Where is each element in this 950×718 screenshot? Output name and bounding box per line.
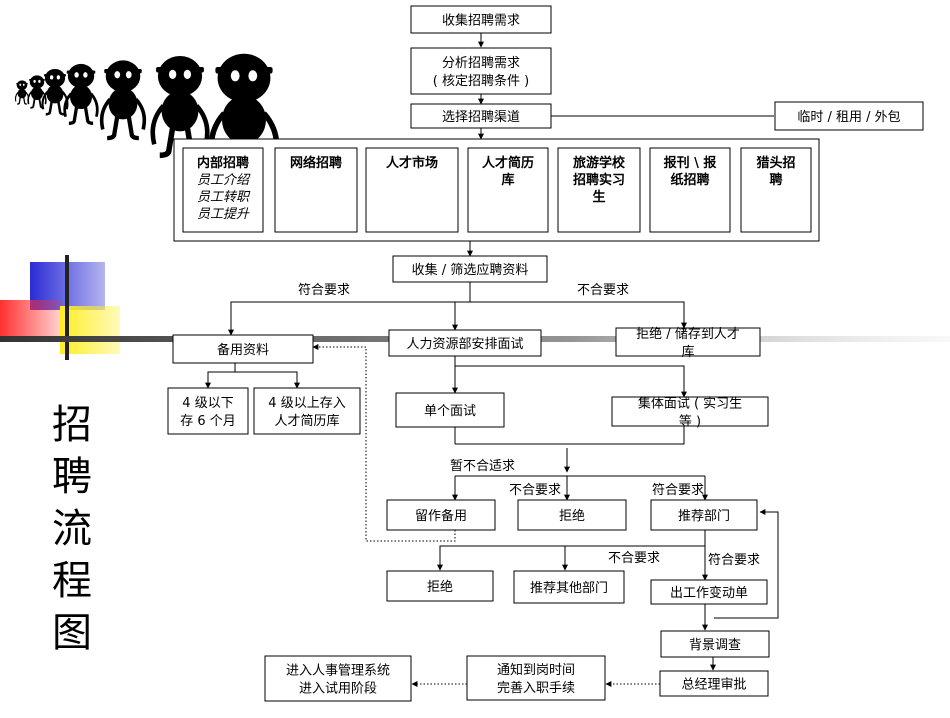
- person-figure-icon: [99, 60, 147, 141]
- reject-store-talent-pool-box-label: 库: [681, 344, 694, 360]
- edge-label-meets2: 符合要求: [652, 482, 704, 498]
- edge-label-meets3: 符合要求: [708, 552, 760, 568]
- reject-box-2-label: 拒绝: [427, 579, 453, 595]
- transfer-form-box: 出工作变动单: [650, 579, 768, 605]
- channel-title: 人才简历: [482, 155, 534, 171]
- channels-container: 内部招聘员工介绍员工转职员工提升网络招聘人才市场人才简历库旅游学校招聘实习生报刊…: [173, 138, 820, 242]
- channel-title: 库: [501, 172, 514, 188]
- backup-resumes-box: 备用资料: [172, 334, 314, 364]
- flow-connectors: [205, 33, 779, 687]
- gm-approval-box: 总经理审批: [659, 670, 769, 697]
- below-level4-box-label: 存 6 个月: [180, 414, 236, 429]
- channel-title: 聘: [769, 172, 782, 188]
- title-char: 程: [52, 558, 92, 604]
- channel-title: 招聘实习: [573, 172, 625, 188]
- person-figure-icon: [14, 80, 30, 105]
- hr-arrange-interview-box: 人力资源部安排面试: [388, 329, 542, 357]
- channel-3-box: 人才市场: [365, 147, 459, 233]
- select-channel-box: 选择招聘渠道: [410, 103, 552, 129]
- channel-title: 网络招聘: [290, 155, 342, 171]
- single-interview-box: 单个面试: [395, 392, 505, 428]
- channel-title: 纸招聘: [670, 172, 709, 188]
- title-char: 图: [52, 610, 92, 656]
- recommend-other-dept-box: 推荐其他部门: [513, 570, 625, 604]
- reject-box-label: 拒绝: [559, 508, 585, 524]
- backup-resumes-box-label: 备用资料: [217, 342, 269, 358]
- edge-label-temp-unfit: 暂不合适求: [450, 459, 515, 474]
- recommend-dept-box: 推荐部门: [650, 499, 758, 531]
- notify-onboard-box-label: 通知到岗时间: [497, 662, 575, 678]
- hr-arrange-interview-box-label: 人力资源部安排面试: [406, 337, 523, 352]
- title-char: 聘: [52, 454, 92, 500]
- gm-approval-box-label: 总经理审批: [681, 678, 746, 693]
- channel-sub-item: 员工提升: [197, 207, 250, 222]
- temp-rent-outsource-box: 临时 / 租用 / 外包: [774, 101, 924, 131]
- channel-2-box: 网络招聘: [274, 147, 358, 233]
- channel-title: 生: [592, 189, 605, 205]
- above-level4-box-label: 人才简历库: [274, 413, 339, 429]
- channel-title: 内部招聘: [197, 155, 249, 171]
- analyze-demand-box: 分析招聘需求 ( 核定招聘条件 ): [410, 47, 552, 95]
- recommend-dept-box-label: 推荐部门: [678, 509, 730, 524]
- channel-title: 猎头招: [756, 155, 795, 171]
- notify-onboard-box-label: 完善入职手续: [497, 680, 575, 696]
- person-figure-icon: [63, 63, 99, 125]
- reject-store-talent-pool-box-label: 拒绝 / 储存到人才: [636, 326, 740, 342]
- analyze-demand-box-label: ( 核定招聘条件 ): [433, 73, 529, 89]
- reject-box: 拒绝: [517, 499, 627, 531]
- above-level4-box-label: 4 级以上存入: [268, 396, 345, 411]
- person-figure-icon: [41, 68, 69, 116]
- edge-label-not-meets: 不合要求: [577, 283, 629, 298]
- collect-screen-resumes-box: 收集 / 筛选应聘资料: [392, 255, 548, 283]
- title-char: 流: [52, 506, 92, 552]
- enter-hr-system-box-label: 进入试用阶段: [299, 682, 377, 697]
- edge-label-not-meets3: 不合要求: [608, 551, 660, 566]
- channel-4-box: 人才简历库: [467, 147, 549, 233]
- keep-backup-box: 留作备用: [386, 499, 496, 531]
- channel-sub-item: 员工转职: [197, 190, 251, 205]
- reject-box-2: 拒绝: [386, 570, 494, 602]
- background-check-box: 背景调查: [660, 630, 770, 658]
- channel-title: 旅游学校: [573, 155, 626, 171]
- collect-screen-resumes-box-label: 收集 / 筛选应聘资料: [412, 262, 529, 278]
- collect-demand-box-label: 收集招聘需求: [442, 13, 520, 29]
- keep-backup-box-label: 留作备用: [415, 508, 467, 524]
- person-figure-icon: [27, 75, 47, 109]
- transfer-form-box-label: 出工作变动单: [670, 585, 748, 601]
- channel-sub-item: 员工介绍: [197, 172, 251, 188]
- group-interview-box-label: 集体面试 ( 实习生: [638, 396, 742, 412]
- temp-rent-outsource-box-label: 临时 / 租用 / 外包: [797, 110, 900, 125]
- collect-demand-box: 收集招聘需求: [410, 5, 552, 34]
- flow-labels: 符合要求不合要求暂不合适求不合要求符合要求不合要求符合要求: [298, 282, 760, 568]
- enter-hr-system-box-label: 进入人事管理系统: [286, 664, 390, 679]
- background-check-box-label: 背景调查: [689, 638, 741, 653]
- group-interview-box-label: 等 ): [679, 414, 701, 430]
- single-interview-box-label: 单个面试: [424, 404, 476, 419]
- recommend-other-dept-box-label: 推荐其他部门: [530, 581, 608, 596]
- channel-title: 人才市场: [386, 155, 438, 171]
- channel-title: 报刊 \ 报: [664, 156, 718, 171]
- analyze-demand-box-label: 分析招聘需求: [442, 56, 520, 71]
- below-level4-box-label: 4 级以下: [182, 396, 233, 411]
- edge-label-meets: 符合要求: [298, 282, 350, 298]
- title-char: 招: [52, 402, 92, 448]
- edge-label-not-meets2: 不合要求: [509, 483, 561, 498]
- select-channel-box-label: 选择招聘渠道: [442, 110, 520, 125]
